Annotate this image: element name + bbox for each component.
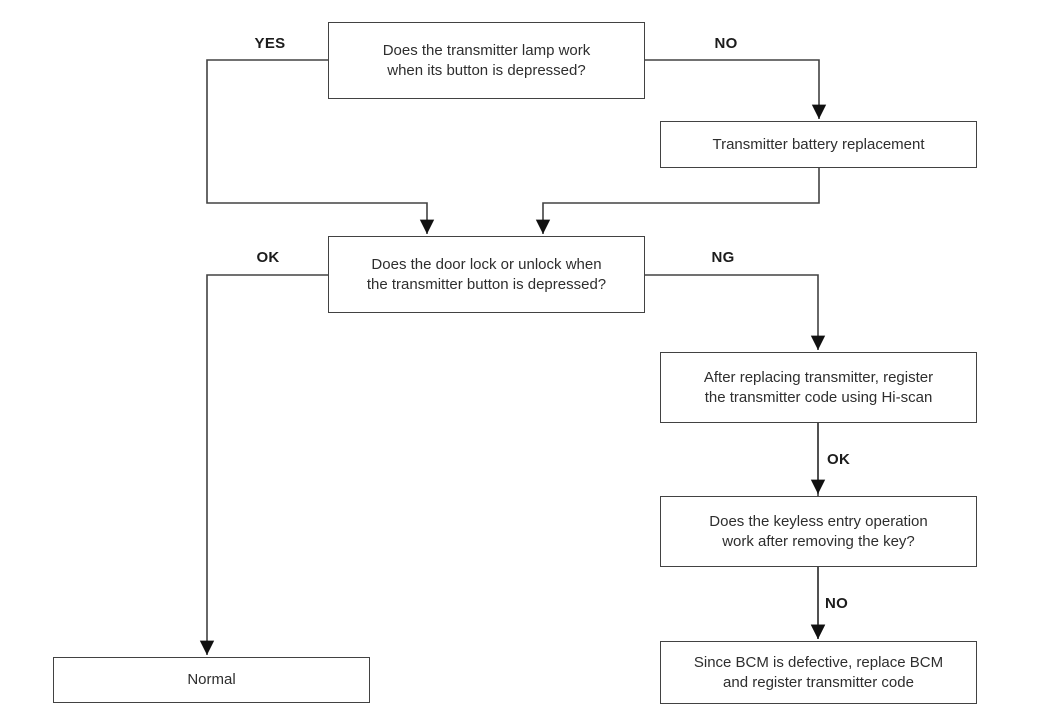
edge-label-no-bottom: NO bbox=[825, 595, 849, 612]
node-door-lock-question: Does the door lock or unlock when the tr… bbox=[328, 236, 645, 313]
node-keyless-entry-question: Does the keyless entry operation work af… bbox=[660, 496, 977, 567]
edge-label-ok-left: OK bbox=[256, 249, 280, 266]
node-normal-result: Normal bbox=[53, 657, 370, 703]
edge-no-top-line bbox=[645, 59, 827, 119]
node-register-transmitter-code: After replacing transmitter, register th… bbox=[660, 352, 977, 423]
node-replace-bcm: Since BCM is defective, replace BCM and … bbox=[660, 641, 977, 704]
edge-label-ok-right: OK bbox=[827, 451, 851, 468]
edge-ng-line bbox=[645, 274, 826, 350]
node-transmitter-lamp-question: Does the transmitter lamp work when its … bbox=[328, 22, 645, 99]
edge-label-no-top: NO bbox=[714, 35, 738, 52]
edge-label-ng: NG bbox=[711, 249, 735, 266]
node-transmitter-battery-replacement: Transmitter battery replacement bbox=[660, 121, 977, 168]
edge-label-yes: YES bbox=[254, 35, 286, 52]
edge-battery-to-doorlock-line bbox=[535, 168, 820, 234]
edge-ok-left-line bbox=[199, 274, 328, 655]
edge-yes-line bbox=[206, 59, 435, 234]
